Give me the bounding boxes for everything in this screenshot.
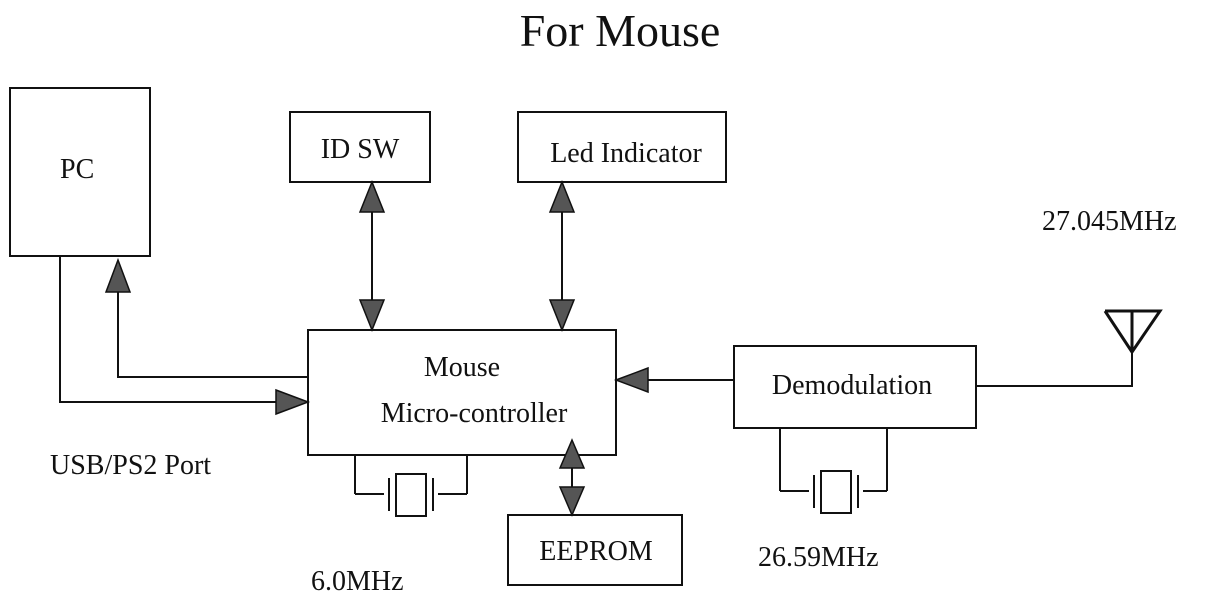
id-sw-label: ID SW (320, 134, 400, 165)
antenna-icon (1103, 309, 1163, 355)
demod-to-mcu-arrowhead (613, 366, 649, 394)
usb-rx-arrowhead (104, 257, 132, 293)
id-sw-down-arrowhead (358, 299, 386, 333)
led-indicator-block (517, 111, 727, 183)
mcu-block (307, 329, 617, 456)
usb-tx-wire (59, 256, 296, 403)
port-label: USB/PS2 Port (50, 450, 212, 481)
usb-rx-wire (117, 278, 308, 378)
antenna-feed-wire (976, 336, 1133, 387)
eeprom-up-arrowhead (558, 438, 586, 469)
led-down-arrowhead (548, 299, 576, 333)
antenna-freq-label: 27.045MHz (1042, 206, 1177, 237)
eeprom-block (507, 514, 683, 586)
demod-crystal-freq-label: 26.59MHz (758, 542, 879, 573)
demodulation-label: Demodulation (771, 370, 933, 401)
eeprom-down-arrowhead (558, 486, 586, 517)
page-title: For Mouse (519, 5, 721, 56)
mcu-label-line2: Micro-controller (380, 398, 568, 429)
mcu-label-line1: Mouse (423, 352, 501, 383)
demod-crystal-icon (779, 428, 888, 514)
led-up-arrowhead (548, 179, 576, 213)
eeprom-label: EEPROM (539, 536, 653, 567)
led-indicator-label: Led Indicator (550, 138, 702, 169)
pc-block (9, 87, 151, 257)
mcu-crystal-freq-label: 6.0MHz (311, 566, 404, 597)
id-sw-block (289, 111, 431, 183)
mcu-crystal-icon (354, 455, 468, 517)
usb-tx-arrowhead (275, 388, 311, 416)
id-sw-up-arrowhead (358, 179, 386, 213)
pc-label: PC (60, 154, 95, 185)
